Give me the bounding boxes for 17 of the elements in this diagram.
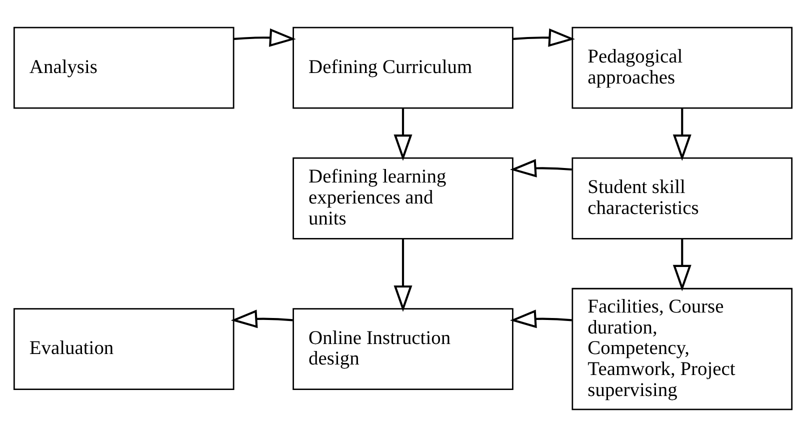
node-box: Defining learning experiences and units bbox=[292, 157, 514, 240]
arrow bbox=[230, 310, 293, 328]
node-box: Analysis bbox=[13, 26, 234, 109]
arrow bbox=[394, 239, 412, 312]
node-box: Evaluation bbox=[13, 308, 234, 390]
node-box: Pedagogical approaches bbox=[572, 26, 793, 109]
arrow bbox=[394, 108, 412, 161]
node-box: Online Instruction design bbox=[292, 308, 514, 390]
node-box: Student skill characteristics bbox=[572, 157, 793, 240]
arrow bbox=[510, 158, 572, 178]
arrow bbox=[234, 28, 296, 47]
arrow bbox=[510, 310, 572, 328]
node-box: Defining Curriculum bbox=[292, 26, 514, 109]
arrow bbox=[672, 239, 692, 292]
arrow bbox=[513, 28, 576, 47]
node-box: Facilities, Course duration, Competency, Teamwork, Project supervising bbox=[572, 288, 793, 410]
arrow bbox=[672, 108, 692, 161]
